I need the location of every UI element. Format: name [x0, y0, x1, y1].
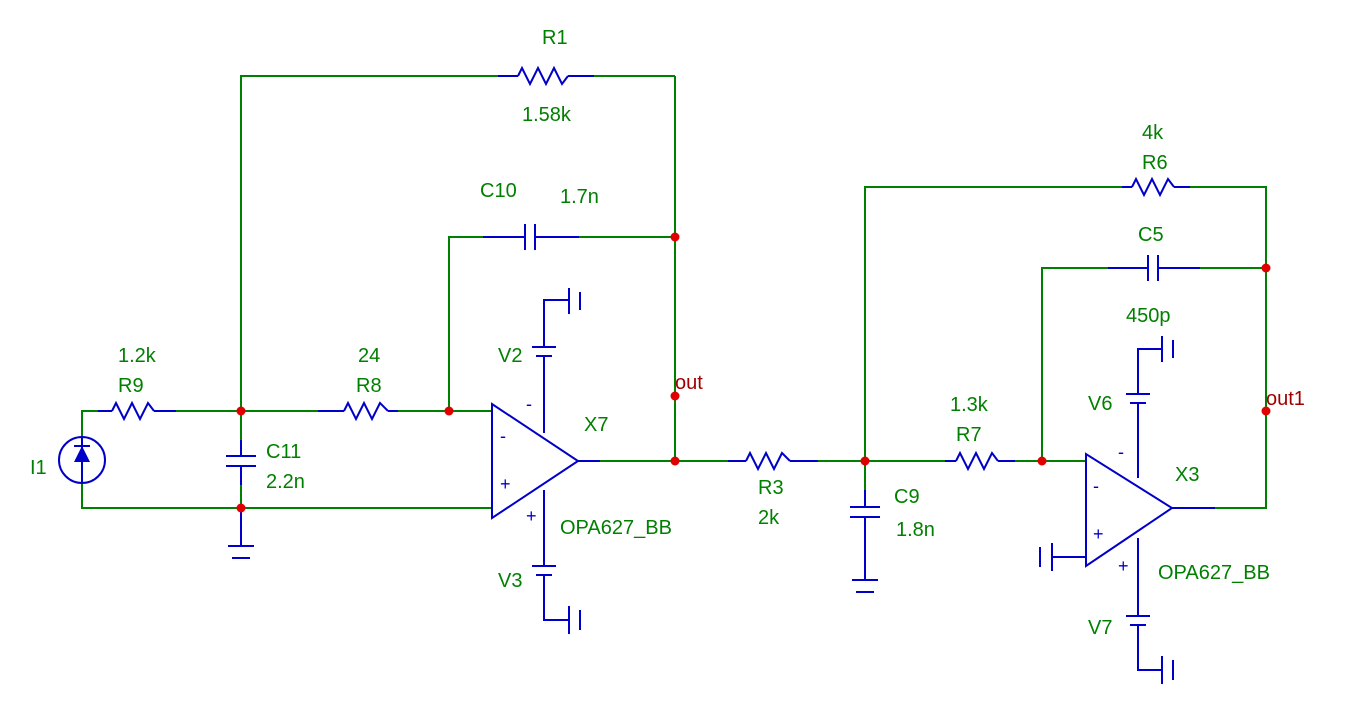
x3-vminus-pin: - — [1118, 442, 1124, 462]
x3-vplus-pin: + — [1118, 556, 1129, 576]
junction-node — [860, 456, 870, 466]
x7-model-label: OPA627_BB — [560, 517, 672, 539]
c9-ref-label: C9 — [894, 486, 920, 508]
x7-minus-pin: - — [500, 426, 506, 446]
junction-node — [236, 406, 246, 416]
x3-plus-pin: + — [1093, 524, 1104, 544]
capacitor-c5 — [1108, 255, 1200, 281]
r3-ref-label: R3 — [758, 477, 784, 499]
c10-value-label: 1.7n — [560, 186, 599, 208]
x3-ref-label: X3 — [1175, 464, 1199, 486]
wires — [81, 75, 1267, 509]
resistor-r1 — [498, 65, 594, 87]
net-label-out1: out1 — [1266, 388, 1305, 410]
junction-node — [236, 503, 246, 513]
v7-ref-label: V7 — [1088, 617, 1112, 639]
x3-model-label: OPA627_BB — [1158, 562, 1270, 584]
opamp-x7 — [491, 374, 600, 566]
r9-ref-label: R9 — [118, 375, 144, 397]
r1-ref-label: R1 — [542, 27, 568, 49]
r6-ref-label: R6 — [1142, 152, 1168, 174]
opamp-x3 — [1085, 409, 1215, 616]
c10-ref-label: C10 — [480, 180, 517, 202]
v3-ref-label: V3 — [498, 570, 522, 592]
resistor-r3 — [728, 450, 818, 472]
junction-node — [670, 456, 680, 466]
r7-ref-label: R7 — [956, 424, 982, 446]
x7-vminus-pin: - — [526, 394, 532, 414]
i1-ref-label: I1 — [30, 457, 47, 479]
c11-ref-label: C11 — [266, 441, 301, 463]
x3-minus-pin: - — [1093, 476, 1099, 496]
r8-value-label: 24 — [358, 345, 380, 367]
r6-value-label: 4k — [1142, 122, 1164, 144]
battery-v2 — [532, 288, 581, 374]
junction-node — [1261, 263, 1271, 273]
c11-value-label: 2.2n — [266, 471, 305, 493]
ground-x3-plus — [1039, 543, 1086, 571]
r7-value-label: 1.3k — [950, 394, 989, 416]
r8-ref-label: R8 — [356, 375, 382, 397]
resistor-r8 — [318, 400, 398, 422]
net-label-out: out — [675, 372, 703, 394]
junction-nodes — [236, 232, 1271, 513]
current-source-i1 — [58, 436, 106, 484]
r9-value-label: 1.2k — [118, 345, 157, 367]
net-node-out1 — [1261, 406, 1271, 416]
capacitor-c10 — [483, 224, 579, 250]
c5-value-label: 450p — [1126, 305, 1171, 327]
c5-ref-label: C5 — [1138, 224, 1164, 246]
resistor-r9 — [98, 400, 176, 422]
r1-value-label: 1.58k — [522, 104, 572, 126]
v2-ref-label: V2 — [498, 345, 522, 367]
junction-node — [444, 406, 454, 416]
battery-v6 — [1126, 336, 1174, 409]
resistor-r6 — [1122, 176, 1190, 198]
resistor-r7 — [945, 450, 1015, 472]
ground-c11 — [228, 508, 254, 559]
net-node-out — [670, 391, 680, 401]
capacitor-c11 — [226, 440, 256, 485]
ground-c9 — [852, 579, 878, 593]
junction-node — [1037, 456, 1047, 466]
v6-ref-label: V6 — [1088, 393, 1112, 415]
x7-vplus-pin: + — [526, 506, 537, 526]
junction-node — [670, 232, 680, 242]
x7-plus-pin: + — [500, 474, 511, 494]
r3-value-label: 2k — [758, 507, 780, 529]
c9-value-label: 1.8n — [896, 519, 935, 541]
battery-v7 — [1126, 615, 1174, 684]
capacitor-c9 — [850, 490, 880, 580]
x7-ref-label: X7 — [584, 414, 608, 436]
battery-v3 — [532, 565, 581, 634]
